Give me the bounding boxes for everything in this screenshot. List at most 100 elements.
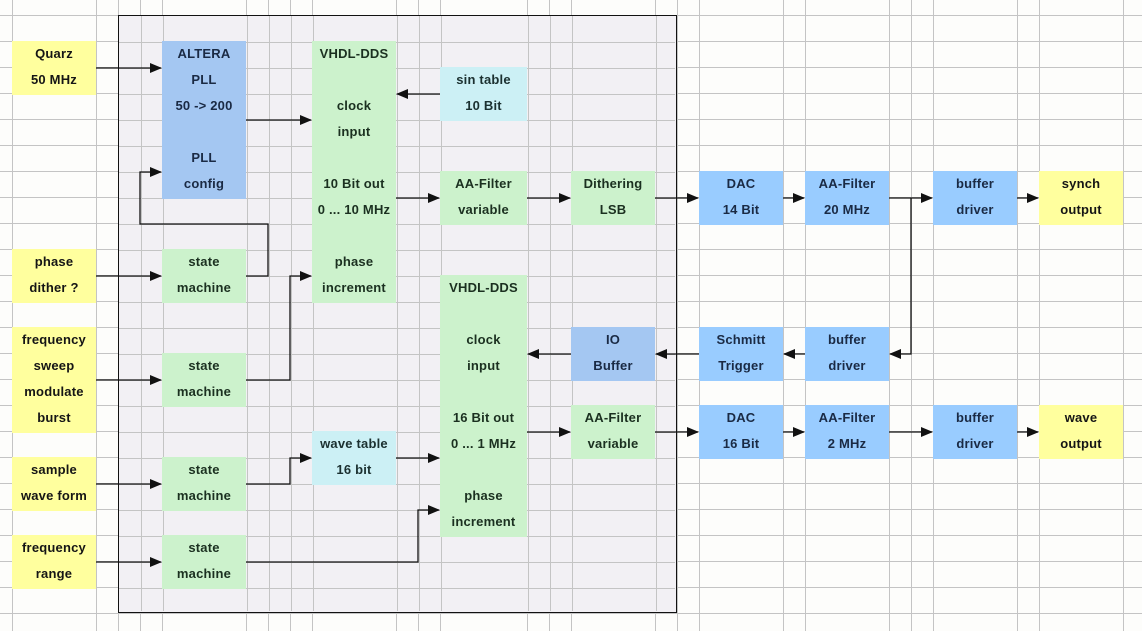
block-label-line: 0 ... 1 MHz (450, 436, 517, 451)
block-label-line: LSB (599, 202, 627, 217)
block-label-line: driver (956, 202, 994, 217)
block-label-line: buffer (955, 410, 995, 425)
block-label-line: sin table (456, 72, 511, 87)
block-label-line: machine (176, 566, 232, 581)
block-label-line: buffer (827, 332, 867, 347)
block-label-line: driver (828, 358, 866, 373)
block-label-line: config (183, 176, 225, 191)
block-label-line: 16 Bit out (452, 410, 515, 425)
block-label-line: modulate (24, 384, 84, 399)
block-label-line: 50 MHz (31, 72, 77, 87)
block-label-line: 14 Bit (722, 202, 760, 217)
dac-16bit-block[interactable]: DAC 16 Bit (699, 405, 783, 459)
block-label-line: machine (176, 280, 232, 295)
block-label-line: VHDL-DDS (319, 46, 389, 61)
dac-14bit-block[interactable]: DAC 14 Bit (699, 171, 783, 225)
state-machine-block-3[interactable]: state machine (162, 457, 246, 511)
block-label-line: sweep (33, 358, 75, 373)
wire-sm2-to-dds1-phase (246, 271, 312, 381)
block-label-line: 16 Bit (722, 436, 760, 451)
synch-output-block[interactable]: synch output (1039, 171, 1123, 225)
block-label-line: 16 bit (336, 462, 372, 477)
wire-sm3-to-wavetable (246, 453, 312, 485)
block-label-line: Quarz (35, 46, 73, 61)
block-label-line: 10 Bit (465, 98, 502, 113)
block-label-line: machine (176, 488, 232, 503)
block-label-line: 20 MHz (824, 202, 870, 217)
block-label-line: buffer (955, 176, 995, 191)
block-label-line: 10 Bit out (323, 176, 385, 191)
wire-aa20-to-buffb (889, 198, 912, 359)
block-label-line: phase (464, 488, 503, 503)
block-label-line: Dithering (583, 176, 643, 191)
wire-sm1-to-pllconfig (139, 167, 269, 277)
aa-filter-variable-block-1[interactable]: AA-Filter variable (440, 171, 527, 225)
block-label-line: dither ? (29, 280, 79, 295)
sample-wave-form-block[interactable]: sample wave form (12, 457, 96, 511)
vhdl-dds-block-16bit[interactable]: VHDL-DDS clock input 16 Bit out 0 ... 1 MHz p… (440, 275, 527, 537)
buffer-driver-feedback-block[interactable]: buffer driver (805, 327, 889, 381)
block-label-line: output (1060, 436, 1102, 451)
block-label-line: range (35, 566, 73, 581)
block-label-line: frequency (22, 540, 86, 555)
block-label-line: DAC (726, 176, 756, 191)
block-label-line: 50 -> 200 (175, 98, 233, 113)
block-label-line: state (188, 462, 220, 477)
block-label-line: 0 ... 10 MHz (317, 202, 391, 217)
block-label-line: driver (956, 436, 994, 451)
block-label-line: variable (587, 436, 639, 451)
block-label-line: Trigger (718, 358, 764, 373)
wave-output-block[interactable]: wave output (1039, 405, 1123, 459)
block-label-line: PLL (191, 72, 217, 87)
block-label-line: AA-Filter (818, 176, 876, 191)
block-label-line: wave (1064, 410, 1098, 425)
block-label-line: ALTERA (177, 46, 231, 61)
block-label-line: PLL (191, 150, 217, 165)
block-label-line: state (188, 540, 220, 555)
phase-dither-block[interactable]: phase dither ? (12, 249, 96, 303)
block-label-line: wave table (320, 436, 388, 451)
block-label-line: burst (37, 410, 71, 425)
sin-table-block[interactable]: sin table 10 Bit (440, 67, 527, 121)
block-label-line: state (188, 254, 220, 269)
block-label-line: output (1060, 202, 1102, 217)
buffer-driver-wave-block[interactable]: buffer driver (933, 405, 1017, 459)
buffer-driver-synch-block[interactable]: buffer driver (933, 171, 1017, 225)
block-label-line: phase (34, 254, 74, 269)
block-label-line: VHDL-DDS (449, 280, 518, 295)
aa-filter-2mhz-block[interactable]: AA-Filter 2 MHz (805, 405, 889, 459)
block-label-line: clock (336, 98, 372, 113)
state-machine-block-4[interactable]: state machine (162, 535, 246, 589)
block-label-line: clock (466, 332, 501, 347)
block-label-line: input (337, 124, 371, 139)
aa-filter-20mhz-block[interactable]: AA-Filter 20 MHz (805, 171, 889, 225)
block-label-line: variable (458, 202, 509, 217)
vhdl-dds-block-10bit[interactable]: VHDL-DDS clock input 10 Bit out 0 ... 10 MHz… (312, 41, 396, 303)
quarz-oscillator-block[interactable]: Quarz 50 MHz (12, 41, 96, 95)
block-label-line: input (467, 358, 500, 373)
block-label-line: AA-Filter (455, 176, 512, 191)
block-label-line: increment (322, 280, 386, 295)
block-label-line: AA-Filter (584, 410, 642, 425)
block-label-line: wave form (20, 488, 88, 503)
wave-table-block[interactable]: wave table 16 bit (312, 431, 396, 485)
block-label-line: DAC (726, 410, 756, 425)
state-machine-block-1[interactable]: state machine (162, 249, 246, 303)
block-label-line: sample (30, 462, 77, 477)
block-label-line: synch (1061, 176, 1101, 191)
aa-filter-variable-block-2[interactable]: AA-Filter variable (571, 405, 655, 459)
block-label-line: AA-Filter (818, 410, 876, 425)
block-label-line: Schmitt (716, 332, 766, 347)
frequency-range-block[interactable]: frequency range (12, 535, 96, 589)
block-label-line: machine (176, 384, 232, 399)
block-label-line: increment (451, 514, 516, 529)
wire-sm4-to-dds2-phase (246, 505, 440, 563)
block-label-line: 2 MHz (827, 436, 867, 451)
